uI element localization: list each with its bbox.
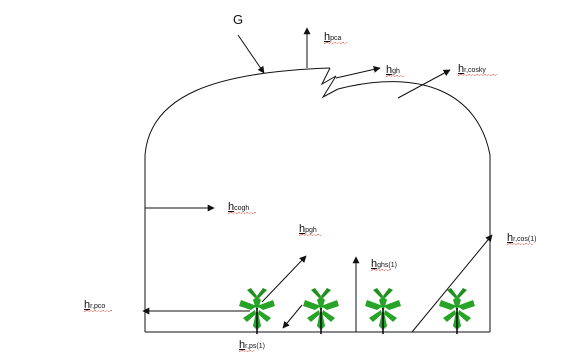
roof-left [144,67,331,156]
svg-text:hr,ps(1): hr,ps(1) [239,339,265,351]
arrow-h-pgh [261,255,307,303]
arrow-h-r-cosky [397,69,451,99]
label-h-r-cos: hr,cos(1) [506,232,536,246]
svg-text:hr,cosky: hr,cosky [458,63,486,75]
greenhouse-outline [144,67,491,333]
label-h-r-pco: hr,pco [83,299,113,313]
svg-text:hpca: hpca [324,31,342,43]
label-h-r-ps: hr,ps(1) [238,339,265,353]
label-G: G [233,12,243,27]
arrow-h-gh [335,65,381,79]
arrow-h-r-cos [411,234,493,333]
plant-3 [364,287,402,335]
label-h-pgh: hpgh [298,223,322,237]
svg-text:hgh: hgh [386,64,400,76]
label-h-gh: hgh [385,64,405,78]
label-h-r-cosky: hr,cosky [457,63,499,77]
arrow-solar-radiation [237,34,265,74]
svg-text:hpgh: hpgh [299,223,317,235]
heat-flow-arrows [142,27,493,333]
svg-text:hcogh: hcogh [228,201,249,213]
plant-4 [438,287,476,335]
svg-text:hghs(1): hghs(1) [371,258,397,270]
label-h-ghs: hghs(1) [370,258,397,272]
roof-right [337,81,491,156]
label-h-pca: hpca [323,31,349,45]
arrow-h-r-ps [282,304,303,329]
plant-2 [302,287,340,335]
crop-plants [238,287,476,335]
svg-text:hr,pco: hr,pco [84,299,105,311]
svg-text:hr,cos(1): hr,cos(1) [507,232,536,244]
label-h-cogh: hcogh [227,201,257,215]
roof-crack [320,67,339,99]
